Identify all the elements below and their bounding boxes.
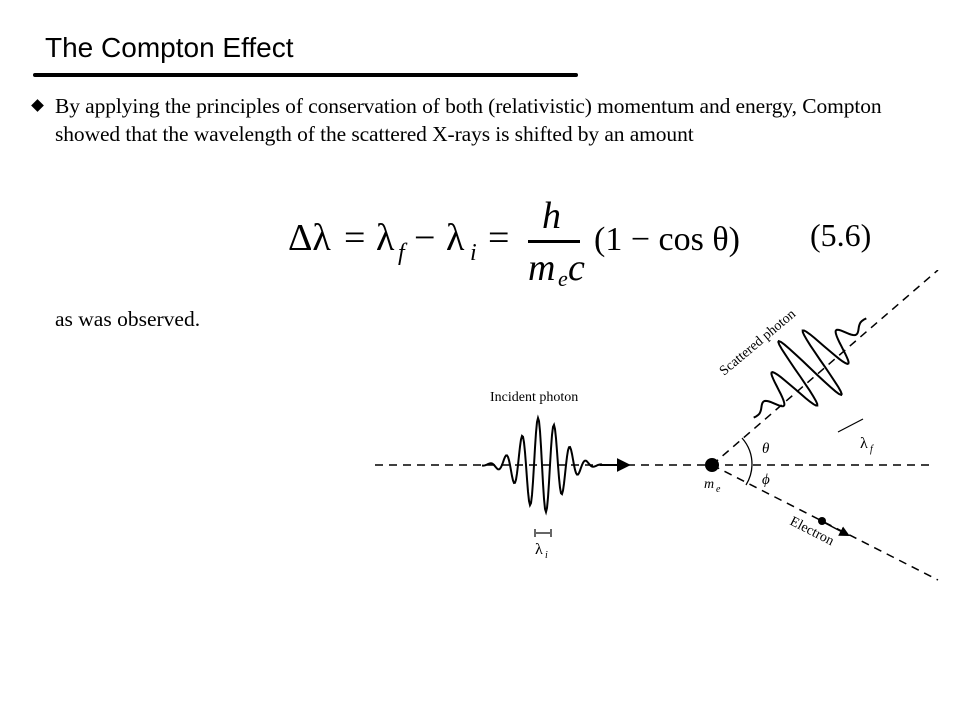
scattered-photon-label: Scattered photon <box>717 307 799 379</box>
lambda-i-sub-label: i <box>545 550 548 561</box>
equals-1: = <box>344 217 365 259</box>
theta-arc <box>741 437 753 466</box>
slide-title: The Compton Effect <box>45 32 294 63</box>
compton-equation: Δλ = λ f − λ i = h m e c (1 − cos θ) (5.… <box>288 198 871 288</box>
electron-arrow <box>824 522 850 536</box>
equation-number: (5.6) <box>810 217 871 253</box>
fraction-numerator: h <box>542 198 561 237</box>
equals-2: = <box>488 217 509 259</box>
lambda-f: λ <box>376 217 395 259</box>
incident-wave-packet <box>481 414 603 516</box>
lambda-f-sub: f <box>398 240 408 266</box>
body-paragraph: By applying the principles of conservati… <box>55 94 882 146</box>
lambda-i-label: λ <box>535 541 543 558</box>
fraction-denominator-c: c <box>568 247 585 288</box>
bullet-icon <box>31 99 44 112</box>
lambda-f-marker <box>837 418 864 433</box>
lambda-f-sub-label: f <box>870 444 874 455</box>
electron-mass-sub: e <box>716 484 721 495</box>
fraction-bar <box>528 240 580 243</box>
cosine-factor: (1 − cos θ) <box>594 221 740 258</box>
electron-mass-label: m <box>704 477 714 492</box>
compton-scattering-diagram: Incident photon Scattered photon Electro… <box>375 270 939 581</box>
lambda-f-label: λ <box>860 435 868 452</box>
lambda-i-sub: i <box>470 240 477 266</box>
title-underline <box>33 73 578 77</box>
phi-arc <box>745 464 753 486</box>
incident-photon-label: Incident photon <box>490 390 578 405</box>
fraction-denominator-e: e <box>558 266 568 288</box>
lambda-i: λ <box>446 217 465 259</box>
closing-text: as was observed. <box>55 307 201 331</box>
scattered-direction-line <box>711 270 939 466</box>
delta-lambda: Δλ <box>288 217 331 259</box>
scattered-wave-packet <box>753 317 867 419</box>
theta-label: θ <box>762 441 770 457</box>
fraction-denominator-m: m <box>528 247 555 288</box>
minus-sign: − <box>414 217 435 259</box>
recoil-electron-dot <box>818 517 826 525</box>
phi-label: ϕ <box>762 472 770 488</box>
electron-label: Electron <box>787 514 836 549</box>
electron-dot <box>705 458 719 472</box>
